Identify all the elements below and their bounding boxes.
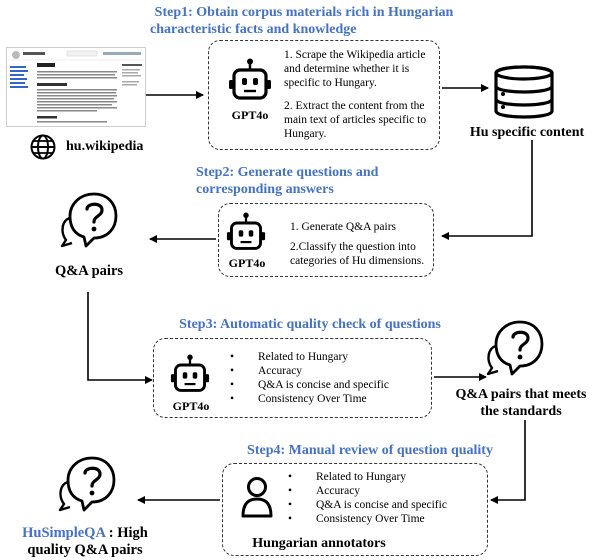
arrow-db-to-step2 xyxy=(441,140,533,240)
step1-process-box xyxy=(208,40,440,150)
step2-instruction-2: 2.Classify the question into categories … xyxy=(290,241,425,267)
qa-bubble-icon xyxy=(58,190,120,248)
step3-model-label: GPT4o xyxy=(172,399,210,413)
step4-criteria-list: Related to Hungary Accuracy Q&A is conci… xyxy=(286,470,486,526)
step2-process-box xyxy=(218,203,434,277)
list-item: Consistency Over Time xyxy=(228,392,428,406)
arrow-qualified-to-step4 xyxy=(490,420,526,504)
robot-icon xyxy=(228,58,272,104)
step1-title: Step1: Obtain corpus materials rich in H… xyxy=(150,5,454,37)
step1-model-label: GPT4o xyxy=(231,108,269,122)
source-label: hu.wikipedia xyxy=(66,139,144,154)
qa-bubble-icon xyxy=(56,454,118,512)
final-output-label: HuSimpleQA : High quality Q&A pairs xyxy=(22,525,148,558)
globe-icon xyxy=(30,134,56,160)
list-item: Accuracy xyxy=(228,364,428,378)
step3-output-label: Q&A pairs that meets the standards xyxy=(455,387,587,419)
wikipedia-page-icon xyxy=(7,48,145,126)
list-item: Q&A is concise and specific xyxy=(286,498,486,512)
step1-instruction-1: 1. Scrape the Wikipedia article and dete… xyxy=(284,49,426,89)
step3-title: Step3: Automatic quality check of questi… xyxy=(179,317,441,332)
step3-process-box xyxy=(153,338,432,418)
wikipedia-page-thumbnail xyxy=(6,47,146,127)
list-item: Consistency Over Time xyxy=(286,512,486,526)
qa-bubble-icon xyxy=(484,318,546,376)
list-item: Related to Hungary xyxy=(286,470,486,484)
final-dataset-name: HuSimpleQA xyxy=(22,525,106,541)
arrow-qa-to-step3 xyxy=(87,292,153,384)
step2-title: Step2: Generate questions and correspond… xyxy=(196,165,379,197)
list-item: Related to Hungary xyxy=(228,350,428,364)
list-item: Q&A is concise and specific xyxy=(228,378,428,392)
step1-output-label: Hu specific content xyxy=(469,125,585,140)
database-icon xyxy=(492,63,556,121)
step4-reviewer-label: Hungarian annotators xyxy=(252,536,386,551)
step2-instruction-1: 1. Generate Q&A pairs xyxy=(290,221,397,233)
step1-instruction-2: 2. Extract the content from the main tex… xyxy=(284,100,427,140)
user-icon xyxy=(240,476,274,518)
step4-title: Step4: Manual review of question quality xyxy=(247,443,493,458)
step4-process-box xyxy=(222,463,488,556)
step2-output-label: Q&A pairs xyxy=(54,263,124,279)
step3-criteria-list: Related to Hungary Accuracy Q&A is conci… xyxy=(228,350,428,406)
list-item: Accuracy xyxy=(286,484,486,498)
robot-icon xyxy=(170,354,210,396)
step2-model-label: GPT4o xyxy=(228,256,266,270)
robot-icon xyxy=(226,212,266,254)
